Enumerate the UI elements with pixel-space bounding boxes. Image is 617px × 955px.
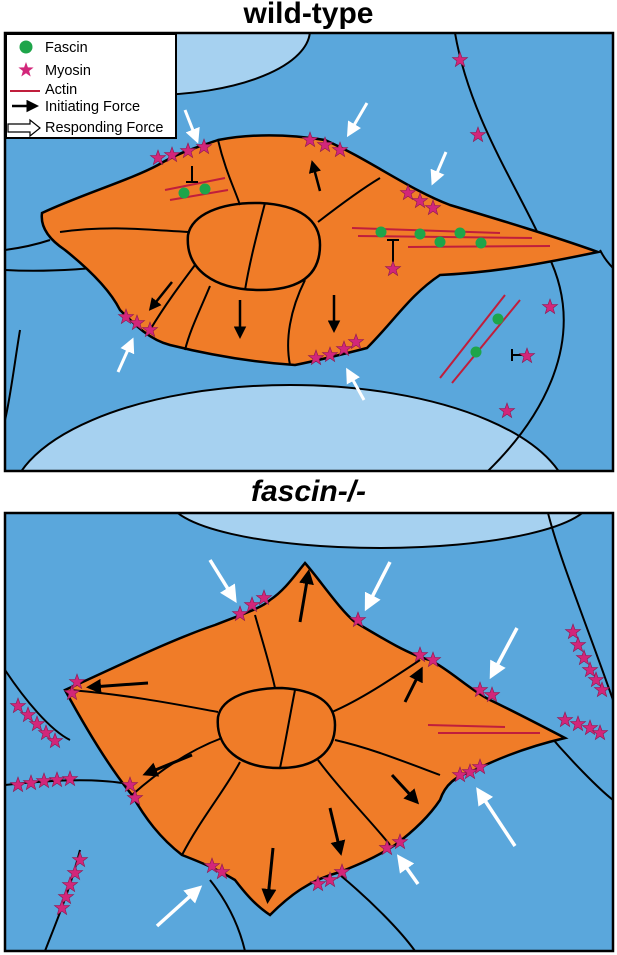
legend-fascin-label: Fascin [45, 40, 88, 56]
nucleus [216, 686, 337, 770]
legend-actin-label: Actin [45, 82, 77, 98]
legend-myosin-label: Myosin [45, 63, 91, 79]
fascin-icon [19, 40, 33, 54]
panel-border [3, 31, 615, 473]
responding-force-arrows [116, 102, 448, 401]
neighbor-cell-top [176, 513, 584, 549]
cell-segments [59, 139, 381, 366]
legend-box [5, 33, 177, 139]
panel-border [3, 511, 615, 953]
legend-initiating-label: Initiating Force [45, 99, 140, 115]
cell-boundary-line [5, 239, 51, 251]
responding-force-arrows [155, 559, 519, 928]
fascin-mutant-title: fascin-/- [250, 475, 367, 508]
cell-boundary-line [339, 874, 416, 951]
fascin-markers [178, 183, 504, 358]
legend: Fascin Myosin Actin Initiating Force Res… [5, 33, 177, 139]
legend-responding-label: Responding Force [45, 120, 164, 136]
neighbor-cell-bottom [20, 384, 560, 471]
cell-boundary-line [209, 879, 246, 951]
actin-filaments [164, 177, 551, 384]
wild-type-title: wild-type [243, 0, 374, 30]
cell-boundary-line [5, 669, 71, 741]
wild-type-panel: Fascin Myosin Actin Initiating Force Res… [3, 31, 615, 473]
cell-boundary-line [5, 329, 21, 421]
initiating-force-arrows [148, 160, 341, 339]
actin-filaments [427, 724, 540, 734]
cell-boundary-line [547, 513, 613, 701]
fascin-mutant-panel [3, 511, 615, 953]
responding-arrow-icon [7, 118, 41, 138]
initiating-force-arrows [86, 569, 423, 904]
